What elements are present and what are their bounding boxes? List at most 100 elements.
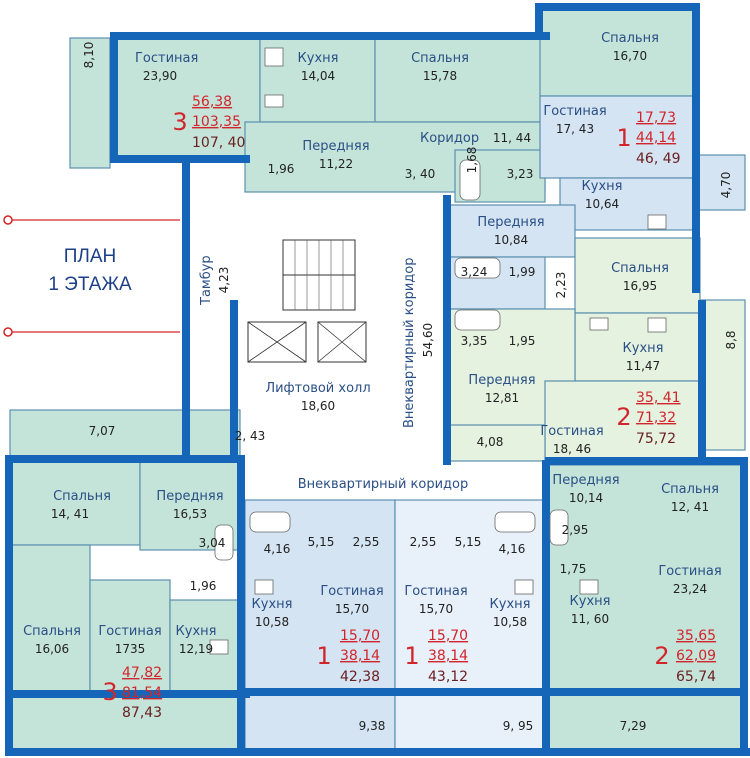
apartment-total-with-balcony: 107, 40 <box>192 135 245 151</box>
area-label: 4,08 <box>477 435 504 449</box>
area-label: 5,15 <box>308 535 335 549</box>
room-area: 23,24 <box>673 582 707 596</box>
room-name: Гостиная <box>658 564 721 579</box>
area-label: 1,96 <box>190 579 217 593</box>
room-area: 15,78 <box>423 69 457 83</box>
apartment-rooms: 1 <box>616 124 631 152</box>
stove-icon <box>264 47 284 67</box>
area-label: 2, 43 <box>235 429 266 443</box>
room-area: 10,84 <box>494 233 528 247</box>
room-name: Кухня <box>582 179 623 194</box>
room-name: Спальня <box>411 51 469 66</box>
apartment-rooms: 2 <box>654 642 669 670</box>
balcony-a3 <box>699 299 746 451</box>
area-label: 9, 95 <box>503 719 534 733</box>
room-name: Спальня <box>661 482 719 497</box>
wall <box>692 3 700 293</box>
area-label: 1,99 <box>509 265 536 279</box>
stove-icon <box>514 579 534 595</box>
balcony-a5 <box>244 694 396 751</box>
room-area: 18, 46 <box>553 442 591 456</box>
area-label: 2,55 <box>353 535 380 549</box>
room-area: 15,70 <box>335 602 369 616</box>
stove-icon <box>209 639 229 655</box>
apartment-total-area: 103,35 <box>192 114 241 130</box>
room-name: Передняя <box>552 473 619 488</box>
area-label: 1,68 <box>465 147 479 174</box>
room-area: 23,90 <box>143 69 177 83</box>
wall <box>230 300 238 460</box>
room-area: 14, 41 <box>51 507 89 521</box>
room-name: Лифтовой холл <box>265 381 370 396</box>
apartment-total-area: 44,14 <box>636 130 676 146</box>
apartment-rooms: 1 <box>404 642 419 670</box>
apartment-summary-3: 2 35, 41 71,32 75,72 <box>616 390 680 447</box>
area-label: 2,55 <box>410 535 437 549</box>
bathtub-icon <box>494 511 536 533</box>
room-a3-living <box>544 380 701 462</box>
area-label: 8,8 <box>724 330 738 349</box>
room-area: 4,23 <box>217 267 231 294</box>
room-area: 15,70 <box>419 602 453 616</box>
area-label: 7,29 <box>620 719 647 733</box>
wall <box>698 300 706 460</box>
apartment-total-with-balcony: 46, 49 <box>636 151 681 167</box>
wall <box>5 455 13 755</box>
plan-title-line2: 1 ЭТАЖА <box>48 274 132 295</box>
wall <box>5 690 250 698</box>
walls <box>5 3 750 756</box>
area-label: 4,16 <box>499 542 526 556</box>
room-area: 16,06 <box>35 642 69 656</box>
small-area-labels: 8,10 1,96 3, 40 1,68 3,23 4,70 3,24 1,99… <box>82 42 738 733</box>
apartment-total-area: 71,32 <box>636 410 676 426</box>
apartment-living-area: 35, 41 <box>636 390 681 406</box>
apartment-living-area: 15,70 <box>428 628 468 644</box>
balcony-a2 <box>694 154 746 211</box>
balcony-a4b <box>9 694 241 751</box>
room-a1-bed1 <box>374 37 546 123</box>
apartment-living-area: 17,73 <box>636 110 676 126</box>
apartment-total-with-balcony: 43,12 <box>428 669 468 685</box>
apartment-summary-1: 3 56,38 103,35 107, 40 <box>172 94 245 151</box>
room-name: Коридор <box>420 131 479 146</box>
stove-icon <box>647 317 667 333</box>
room-name: Передняя <box>302 139 369 154</box>
room-a2-hall <box>449 204 576 258</box>
stairwell <box>247 239 367 363</box>
bathtub-icon <box>214 524 234 561</box>
room-labels: Гостиная 23,90 Кухня 14,04 Спальня 15,78… <box>23 31 722 656</box>
room-name: Гостиная <box>540 424 603 439</box>
room-name: Передняя <box>156 489 223 504</box>
fixtures <box>209 47 667 655</box>
apartment-summary-4: 3 47,82 81,54 87,43 <box>102 665 162 721</box>
room-name: Передняя <box>477 215 544 230</box>
room-name: Кухня <box>623 341 664 356</box>
room-name: Кухня <box>570 594 611 609</box>
marker-icon <box>3 215 13 225</box>
room-area: 17, 43 <box>556 122 594 136</box>
room-a2-living <box>539 95 696 179</box>
apartment-total-with-balcony: 75,72 <box>636 431 676 447</box>
room-name: Кухня <box>298 51 339 66</box>
stove-icon <box>579 579 599 595</box>
room-area: 10,64 <box>585 197 619 211</box>
room-a3-bed <box>574 237 701 314</box>
plan-title-line1: ПЛАН <box>64 246 117 267</box>
apartment-total-with-balcony: 65,74 <box>676 669 716 685</box>
apartment-living-area: 35,65 <box>676 628 716 644</box>
area-label: 2,95 <box>562 523 589 537</box>
wall <box>110 32 550 40</box>
apartment-living-area: 56,38 <box>192 94 232 110</box>
room-name: Кухня <box>490 597 531 612</box>
bathtub-icon <box>249 511 291 533</box>
balcony-a6 <box>394 694 546 751</box>
room-area: 12,81 <box>485 391 519 405</box>
room-area: 1735 <box>115 642 146 656</box>
room-area: 10,58 <box>493 615 527 629</box>
room-area: 11, 44 <box>493 131 531 145</box>
wall <box>5 455 245 463</box>
stove-icon <box>647 214 667 230</box>
apartment-living-area: 15,70 <box>340 628 380 644</box>
room-area: 18,60 <box>301 399 335 413</box>
wall <box>245 688 745 696</box>
